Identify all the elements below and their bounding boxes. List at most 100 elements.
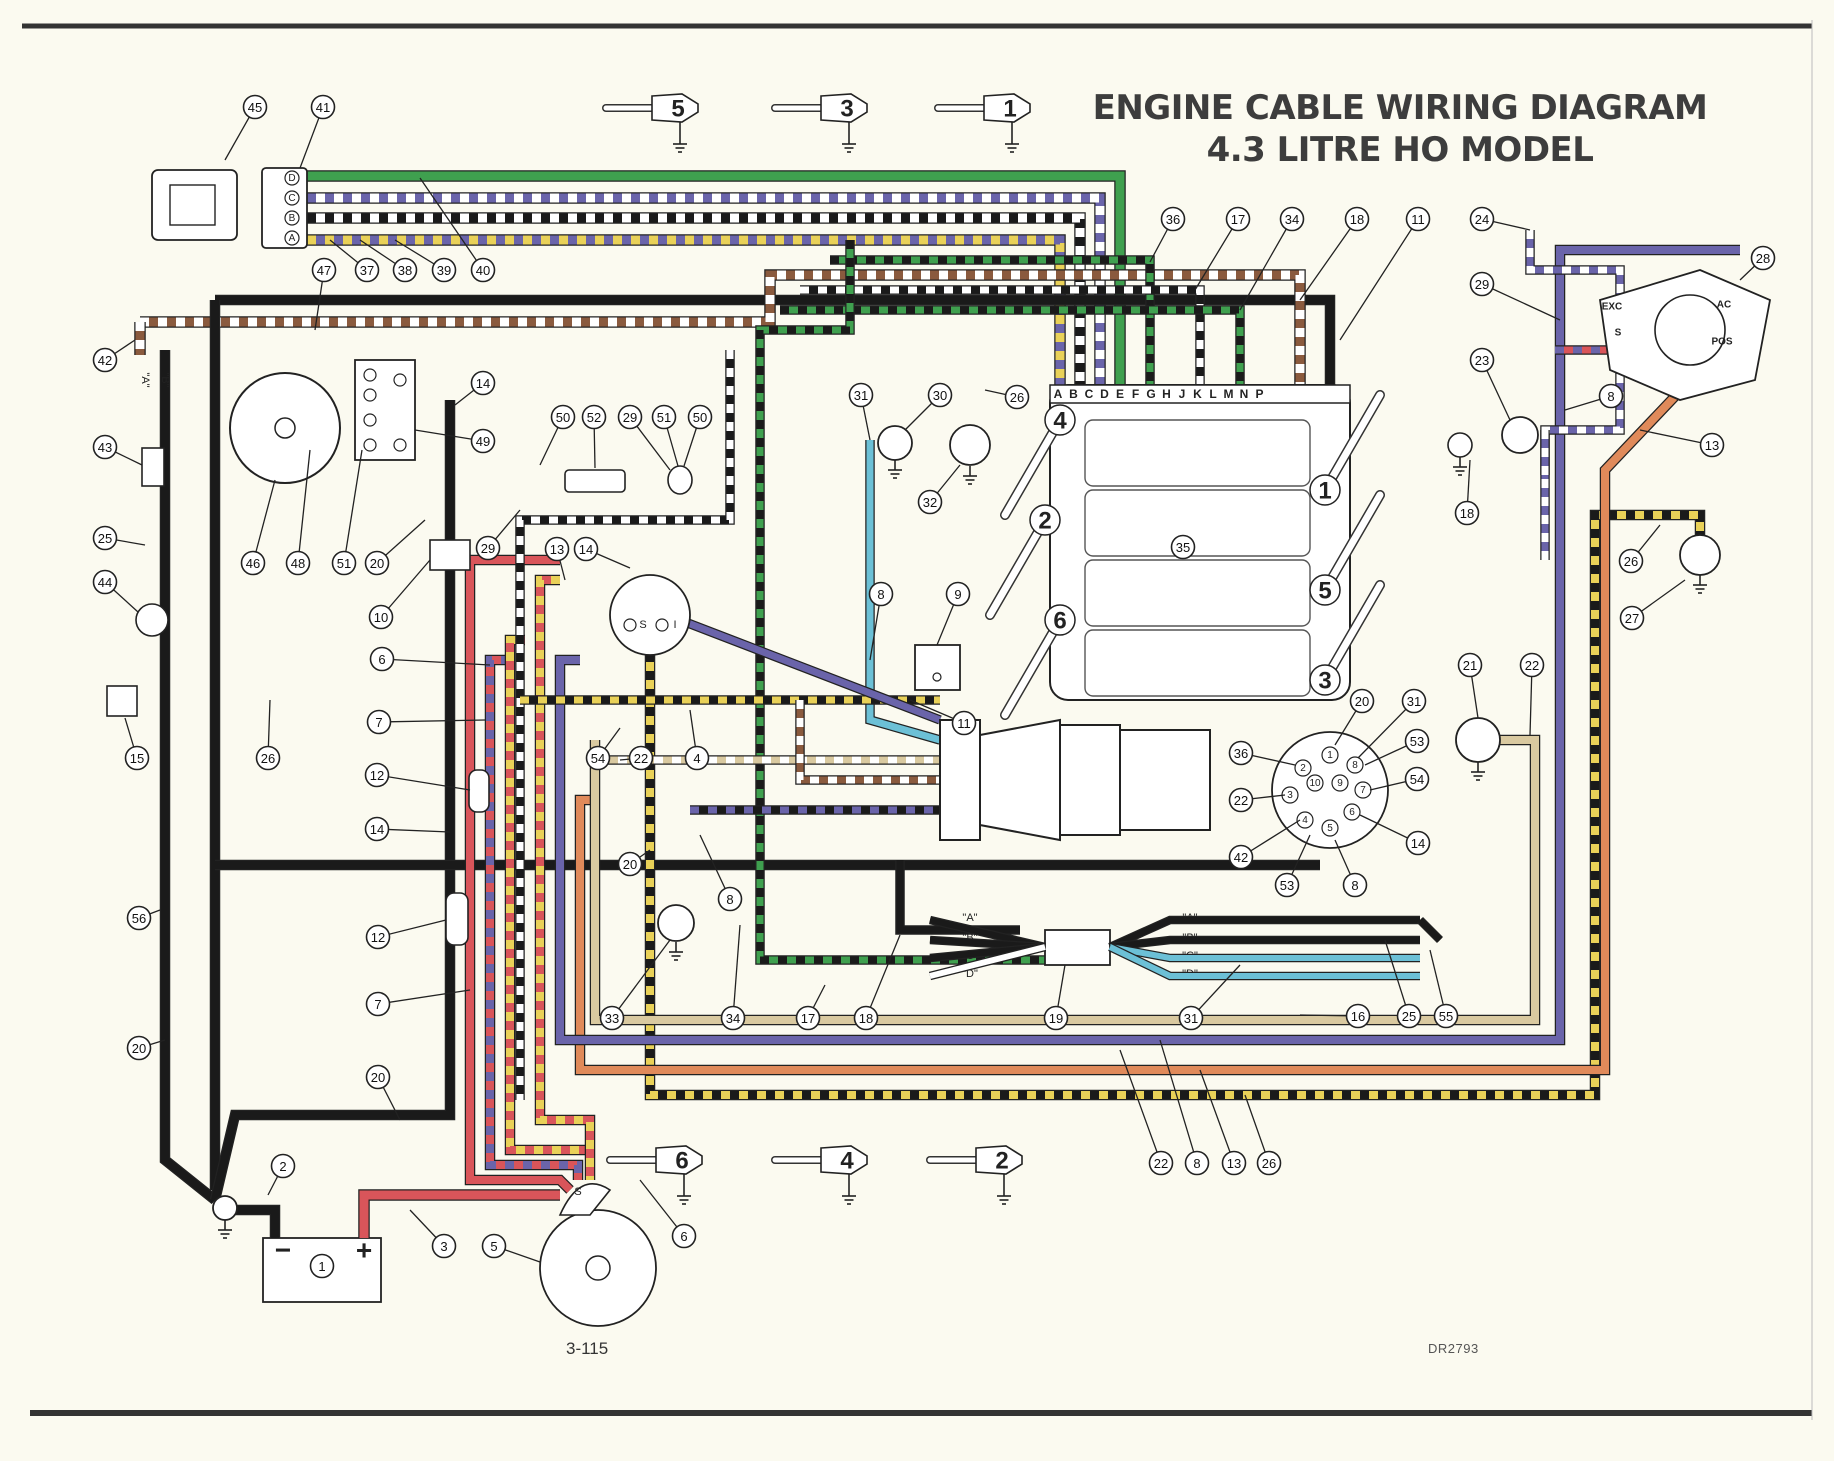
callout-circle — [1274, 872, 1300, 898]
connector-pin-label: C — [288, 193, 295, 204]
callout-number: 16 — [1351, 1009, 1365, 1024]
breakout-right-wire — [1108, 915, 1420, 951]
callout-51: 51 — [651, 404, 677, 430]
callout-circle — [331, 550, 357, 576]
battery-positive-sign: + — [356, 1235, 372, 1266]
leader-line — [252, 479, 276, 564]
wire-stripe — [800, 286, 1204, 395]
wire-base — [466, 556, 573, 1193]
callout-22: 22 — [628, 745, 654, 771]
callout-11: 11 — [951, 710, 977, 736]
cylinder-number: 2 — [995, 1148, 1008, 1175]
callout-number: 20 — [371, 1070, 385, 1085]
distributor-terminal-label: B — [1069, 387, 1078, 401]
relay-stud — [932, 672, 942, 682]
callout-circle — [1170, 534, 1196, 560]
sender-33 — [657, 904, 695, 942]
callout-13: 13 — [1221, 1150, 1247, 1176]
terminal-stud — [363, 438, 377, 452]
wire-outline — [515, 350, 735, 1100]
wire-base — [230, 1206, 279, 1238]
callout-19: 19 — [1043, 1005, 1069, 1031]
callout-circle — [1345, 1003, 1371, 1029]
wire-outline — [755, 240, 1080, 965]
callout-8: 8 — [868, 581, 894, 607]
callout-6: 6 — [671, 1223, 697, 1249]
callout-circle — [617, 851, 643, 877]
callout-25: 25 — [1396, 1003, 1422, 1029]
pin-number: 1 — [1327, 750, 1333, 761]
callout-22: 22 — [1228, 787, 1254, 813]
sender-23 — [1501, 416, 1539, 454]
breakout-body — [1044, 929, 1111, 966]
callout-number: 35 — [1176, 540, 1190, 555]
coil-pack-cell — [1084, 489, 1311, 557]
callout-number: 8 — [1607, 389, 1614, 404]
wire-outline — [230, 1204, 281, 1238]
callout-26: 26 — [1256, 1150, 1282, 1176]
callout-number: 47 — [317, 263, 331, 278]
callout-circle — [1228, 787, 1254, 813]
pin-circle — [1343, 803, 1361, 821]
leader-line — [378, 719, 486, 723]
callout-number: 40 — [476, 263, 490, 278]
callout-circle — [951, 710, 977, 736]
wire-stripe — [280, 235, 1065, 395]
callout-number: 14 — [370, 822, 384, 837]
callout-number: 25 — [1402, 1009, 1416, 1024]
callout-7: 7 — [365, 991, 391, 1017]
callout-number: 34 — [726, 1011, 740, 1026]
callout-39: 39 — [431, 257, 457, 283]
callout-5: 5 — [481, 1233, 507, 1259]
cylinder-number: 6 — [675, 1148, 688, 1175]
callout-number: 53 — [1410, 734, 1424, 749]
callout-circle — [671, 1223, 697, 1249]
callout-number: 21 — [1463, 658, 1477, 673]
callout-circle — [1405, 830, 1431, 856]
callout-number: 42 — [1234, 850, 1248, 865]
callout-18: 18 — [1344, 206, 1370, 232]
callout-34: 34 — [1279, 206, 1305, 232]
callout-circle — [853, 1005, 879, 1031]
wire-base — [929, 944, 1046, 979]
wire-38 — [280, 212, 1086, 395]
ground-icon — [677, 1186, 691, 1205]
breakout-right-wire — [1108, 943, 1420, 981]
leader-line — [732, 924, 741, 1019]
callout-6: 6 — [369, 646, 395, 672]
distributor-terminal-label: D — [1100, 387, 1109, 401]
callout-number: 22 — [634, 751, 648, 766]
plug-body — [1119, 729, 1211, 831]
callout-20: 20 — [365, 1064, 391, 1090]
callout-9: 9 — [945, 581, 971, 607]
ground-icon — [1693, 575, 1707, 594]
callout-number: 49 — [476, 434, 490, 449]
callout-42: 42 — [1228, 844, 1254, 870]
callout-circle — [354, 257, 380, 283]
callout-17: 17 — [1225, 206, 1251, 232]
coil-boot — [1309, 474, 1341, 506]
breakout-left-label: "A" — [962, 912, 977, 924]
callout-8: 8 — [1598, 383, 1624, 409]
cylinder-number: 1 — [1318, 478, 1331, 505]
callout-circle — [1396, 1003, 1422, 1029]
callout-number: 12 — [371, 930, 385, 945]
callout-16: 16 — [1345, 1003, 1371, 1029]
callout-number: 56 — [132, 911, 146, 926]
callout-number: 50 — [556, 410, 570, 425]
callout-36: 36 — [1160, 206, 1186, 232]
callout-number: 36 — [1166, 212, 1180, 227]
ground-icon — [1005, 134, 1019, 153]
wire-base — [830, 256, 1154, 395]
callout-38: 38 — [392, 257, 418, 283]
callout-number: 28 — [1756, 251, 1770, 266]
callout-circle — [309, 1253, 335, 1279]
breakout-right-wire — [1109, 942, 1420, 963]
callout-circle — [285, 550, 311, 576]
battery-negative-sign: − — [275, 1235, 291, 1266]
callout-circle — [92, 525, 118, 551]
callout-number: 22 — [1234, 793, 1248, 808]
callout-number: 20 — [370, 556, 384, 571]
